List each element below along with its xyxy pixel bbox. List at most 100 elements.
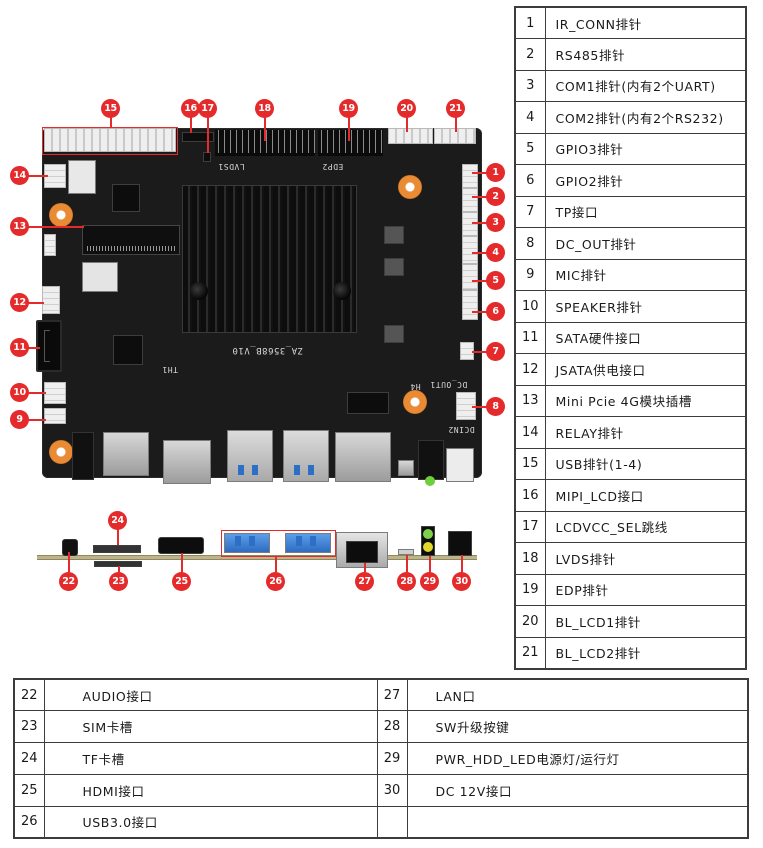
bl-lcd1-connector [388,128,433,144]
leader-line [472,351,487,353]
callout-badge-15: 15 [101,99,120,118]
legend-label: RS485排针 [544,38,747,71]
callout-badge-27: 27 [355,572,374,591]
dc-jack-top [418,440,444,480]
mic-connector [44,408,66,424]
legend-label: LAN口 [406,678,749,712]
jsata-power-connector [42,286,60,314]
silk-th: TH1 [162,365,178,374]
callout-box-usb3 [221,530,336,557]
callout-badge-21: 21 [446,99,465,118]
usb3-port-2-side [285,533,331,553]
callout-badge-11: 11 [10,338,29,357]
legend-number: 8 [514,227,546,260]
audio-jack-side [62,539,78,556]
led-green-top [425,476,435,486]
legend-number: 30 [376,773,408,807]
com1-connector [462,212,478,236]
leader-line [275,557,277,572]
ir-conn-connector [462,164,478,188]
legend-label: RELAY排针 [544,416,747,449]
gpio3-connector [462,264,478,290]
leader-line [264,117,266,141]
heatsink-screw [190,282,208,300]
leader-line [472,222,487,224]
hdmi-port-side [158,537,204,554]
callout-badge-28: 28 [397,572,416,591]
callout-badge-3: 3 [486,213,505,232]
legend-label: USB排针(1-4) [544,447,747,480]
leader-line [28,226,84,228]
sata-connector [36,320,62,372]
leader-line [28,392,46,394]
legend-number: 17 [514,510,546,543]
callout-badge-10: 10 [10,383,29,402]
leader-line [117,529,119,545]
callout-box-usb-header [42,127,178,155]
legend-number: 9 [514,258,546,291]
leader-line [472,252,487,254]
leader-line [472,196,487,198]
callout-badge-20: 20 [397,99,416,118]
legend-number: 23 [13,710,45,744]
callout-badge-18: 18 [255,99,274,118]
leader-line [28,347,40,349]
led-green [423,529,433,539]
legend-number: 24 [13,742,45,775]
legend-number: 5 [514,132,546,165]
legend-number: 11 [514,321,546,354]
mini-pcie-slot [82,225,180,255]
legend-label: SATA硬件接口 [544,321,747,354]
sim-tf-slot-top [103,432,149,476]
leader-line [28,419,46,421]
callout-badge-1: 1 [486,163,505,182]
legend-label: DC 12V接口 [406,773,749,807]
legend-number: 26 [13,805,45,839]
legend-number: 2 [514,38,546,71]
legend-label: GPIO2排针 [544,164,747,197]
lan-port-opening [346,541,378,563]
legend-number: 28 [376,710,408,744]
callout-badge-6: 6 [486,302,505,321]
callout-badge-8: 8 [486,397,505,416]
inductor-3 [384,325,404,343]
usb3-port-1-top [227,430,273,482]
silk-edp: EDP2 [322,162,344,171]
dc-in-connector-top [446,448,474,482]
callout-badge-5: 5 [486,271,505,290]
legend-number: 4 [514,101,546,134]
lan-port-top [335,432,391,482]
legend-number: 22 [13,678,45,712]
silk-dc-out: DC_OUT1 [430,380,468,389]
leader-line [472,406,487,408]
mount-hole-left-bottom [49,440,73,464]
leader-line [110,117,112,128]
wifi-module [82,262,118,292]
legend-label: Mini Pcie 4G模块插槽 [544,384,747,417]
legend-label: COM2排针(内有2个RS232) [544,101,747,134]
leader-line [472,280,487,282]
callout-badge-4: 4 [486,243,505,262]
legend-label: COM1排针(内有2个UART) [544,69,747,102]
legend-label: BL_LCD1排针 [544,605,747,638]
legend-number: 29 [376,742,408,775]
legend-label: PWR_HDD_LED电源灯/运行灯 [406,742,749,775]
leader-line [364,563,366,572]
board-diagram: LVDS1 EDP2 TH1 ZA_3568B_V10 DC_OUT1 H4 D… [10,99,505,591]
legend-number: 10 [514,290,546,323]
legend-number: 1 [514,6,546,39]
legend-number: 3 [514,69,546,102]
sw-button-side [398,549,414,555]
